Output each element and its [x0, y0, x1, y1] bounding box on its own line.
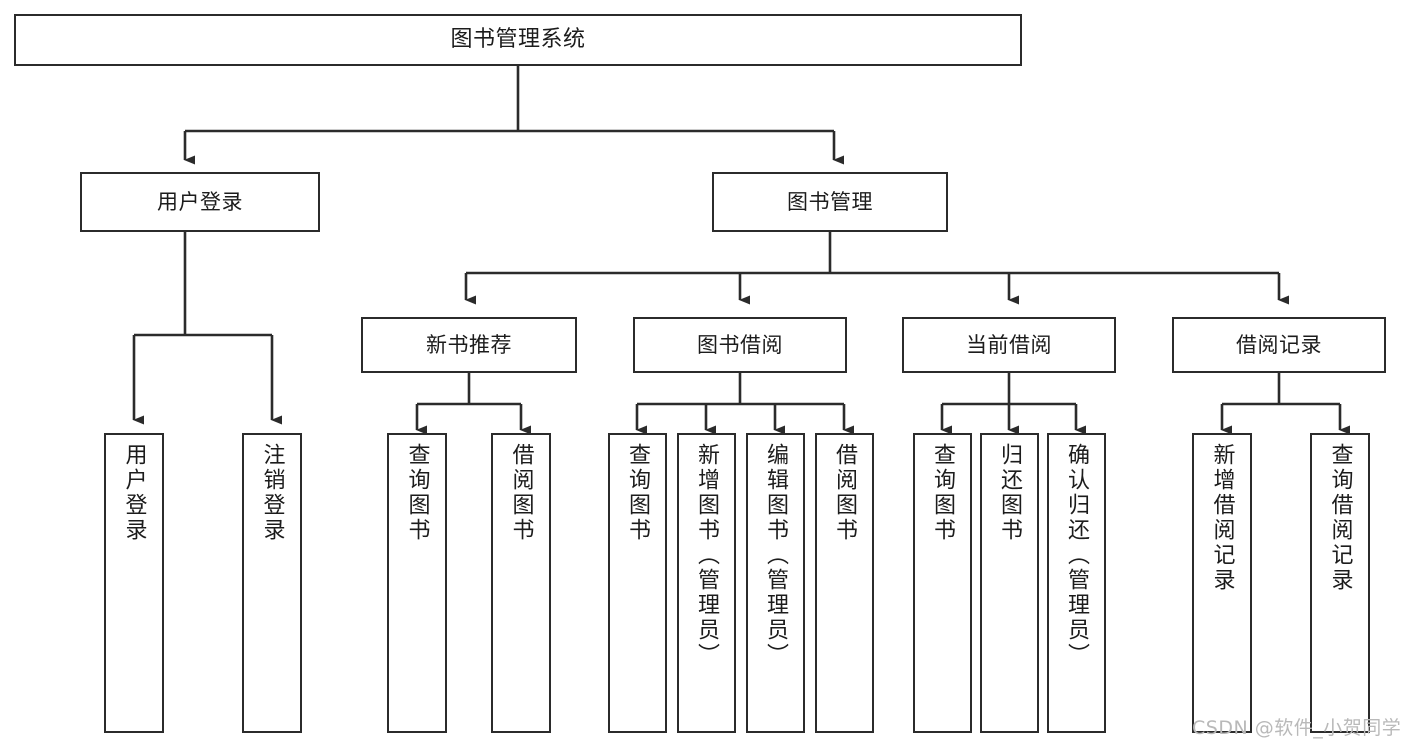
leaf-query-book-recommend[interactable]: 查询图书 [387, 433, 447, 733]
node-book-manage[interactable]: 图书管理 [712, 172, 948, 232]
node-book-borrow[interactable]: 图书借阅 [633, 317, 847, 373]
node-current-borrow[interactable]: 当前借阅 [902, 317, 1116, 373]
node-label: 查询图书 [930, 443, 956, 543]
node-label: 图书管理 [787, 189, 873, 214]
leaf-edit-book-admin[interactable]: 编辑图书（管理员） [746, 433, 805, 733]
leaf-add-borrow-record[interactable]: 新增借阅记录 [1192, 433, 1252, 733]
node-label: 新增图书（管理员） [694, 443, 720, 668]
node-label: 借阅图书 [832, 443, 858, 543]
node-label: 归还图书 [997, 443, 1023, 543]
leaf-confirm-return-admin[interactable]: 确认归还（管理员） [1047, 433, 1106, 733]
node-label: 借阅图书 [508, 443, 534, 543]
leaf-logout[interactable]: 注销登录 [242, 433, 302, 733]
leaf-query-book-current[interactable]: 查询图书 [913, 433, 972, 733]
leaf-borrow-book[interactable]: 借阅图书 [815, 433, 874, 733]
node-new-book-recommend[interactable]: 新书推荐 [361, 317, 577, 373]
node-label: 查询图书 [625, 443, 651, 543]
node-root-system[interactable]: 图书管理系统 [14, 14, 1022, 66]
node-label: 图书管理系统 [450, 27, 586, 53]
node-label: 图书借阅 [697, 332, 783, 357]
node-user-login[interactable]: 用户登录 [80, 172, 320, 232]
node-label: 新书推荐 [426, 332, 512, 357]
node-label: 借阅记录 [1236, 332, 1322, 357]
node-label: 新增借阅记录 [1209, 443, 1235, 593]
leaf-user-login[interactable]: 用户登录 [104, 433, 164, 733]
leaf-add-book-admin[interactable]: 新增图书（管理员） [677, 433, 736, 733]
node-label: 编辑图书（管理员） [763, 443, 789, 668]
node-label: 当前借阅 [966, 332, 1052, 357]
node-borrow-record[interactable]: 借阅记录 [1172, 317, 1386, 373]
leaf-borrow-book-recommend[interactable]: 借阅图书 [491, 433, 551, 733]
node-label: 查询图书 [404, 443, 430, 543]
watermark-text: CSDN @软件_小贺同学 [1192, 717, 1402, 739]
leaf-query-book-borrow[interactable]: 查询图书 [608, 433, 667, 733]
node-label: 确认归还（管理员） [1064, 443, 1090, 668]
leaf-return-book[interactable]: 归还图书 [980, 433, 1039, 733]
leaf-query-borrow-record[interactable]: 查询借阅记录 [1310, 433, 1370, 733]
node-label: 注销登录 [259, 443, 285, 543]
node-label: 查询借阅记录 [1327, 443, 1353, 593]
node-label: 用户登录 [157, 189, 243, 214]
node-label: 用户登录 [121, 443, 147, 543]
